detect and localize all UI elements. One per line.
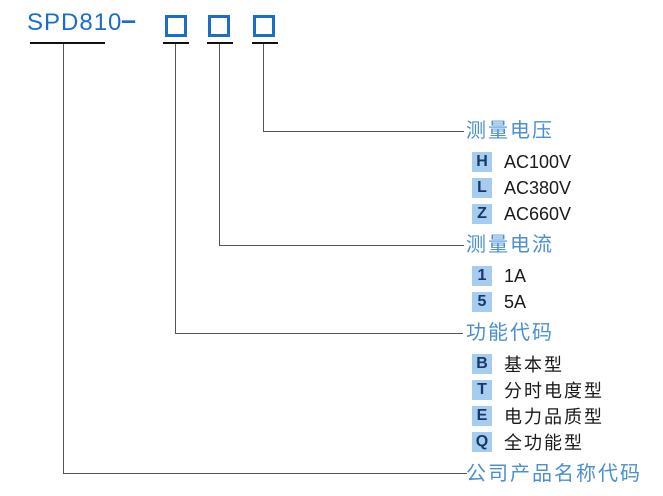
option-row-current-1: 1 1A [466, 263, 554, 289]
option-row-voltage-l: L AC380V [466, 175, 571, 201]
option-code-badge: B [472, 354, 492, 374]
option-code-badge: H [472, 152, 492, 172]
option-code-badge: 1 [472, 266, 492, 286]
option-row-function-b: B 基本型 [466, 351, 604, 377]
option-value: 分时电度型 [504, 381, 604, 401]
option-code-badge: T [472, 380, 492, 400]
group-company: 公司产品名称代码 [466, 461, 642, 487]
connector-line-current [219, 44, 464, 246]
group-label-current: 测量电流 [466, 234, 554, 256]
connector-line-voltage [263, 44, 464, 132]
dash-separator: – [121, 5, 137, 35]
option-value: AC100V [504, 151, 572, 172]
box1-underline [163, 42, 189, 44]
option-code-badge: Q [472, 432, 492, 452]
box2-underline [207, 42, 233, 44]
group-label-company: 公司产品名称代码 [466, 463, 642, 485]
model-prefix: SPD810 [27, 9, 123, 36]
connector-line-function [175, 44, 463, 334]
option-row-function-t: T 分时电度型 [466, 377, 604, 403]
option-row-voltage-h: H AC100V [466, 149, 571, 175]
group-label-function: 功能代码 [466, 322, 554, 344]
option-value: AC380V [504, 177, 572, 198]
option-value: 5A [504, 291, 527, 312]
prefix-underline [30, 42, 105, 44]
option-value: 基本型 [504, 355, 564, 375]
code-placeholder-box-2 [208, 15, 230, 37]
option-row-function-e: E 电力品质型 [466, 403, 604, 429]
group-label-voltage: 测量电压 [466, 120, 554, 142]
option-value: 全功能型 [504, 433, 584, 453]
option-code-badge: 5 [472, 292, 492, 312]
option-row-voltage-z: Z AC660V [466, 201, 571, 227]
option-row-function-q: Q 全功能型 [466, 429, 604, 455]
option-row-current-5: 5 5A [466, 289, 554, 315]
code-placeholder-box-1 [165, 15, 187, 37]
option-code-badge: E [472, 406, 492, 426]
option-code-badge: L [472, 178, 492, 198]
option-value: 电力品质型 [504, 407, 604, 427]
code-placeholder-box-3 [253, 15, 275, 37]
group-current: 测量电流 1 1A 5 5A [466, 232, 554, 315]
option-code-badge: Z [472, 204, 492, 224]
option-value: AC660V [504, 203, 572, 224]
option-value: 1A [504, 265, 527, 286]
group-voltage: 测量电压 H AC100V L AC380V Z AC660V [466, 118, 571, 227]
connector-line-company [63, 44, 467, 474]
box3-underline [252, 42, 278, 44]
group-function: 功能代码 B 基本型 T 分时电度型 E 电力品质型 Q 全功能型 [466, 320, 604, 455]
